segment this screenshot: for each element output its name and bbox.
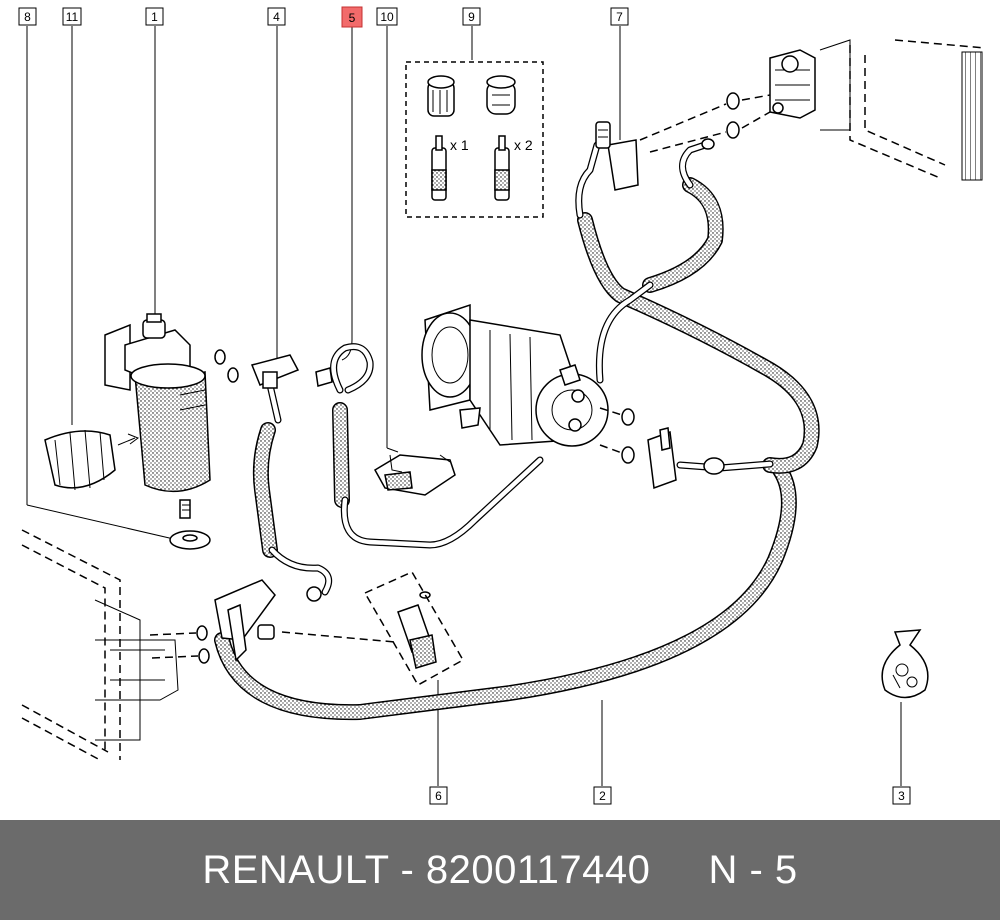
svg-text:10: 10 (380, 10, 394, 24)
footer-caption: RENAULT - 8200117440 N - 5 (202, 848, 797, 893)
footer-bar: RENAULT - 8200117440 N - 5 (0, 820, 1000, 920)
receiver-drier (104, 313, 239, 519)
callout-3[interactable]: 3 (892, 786, 911, 805)
svg-text:8: 8 (24, 10, 31, 24)
hoses (214, 177, 820, 721)
callout-11[interactable]: 11 (62, 7, 82, 26)
callout-5[interactable]: 5 (341, 6, 363, 28)
pressure-switch (363, 571, 465, 687)
condenser-left (21, 529, 210, 761)
fitting-part4 (250, 354, 333, 389)
svg-text:9: 9 (468, 10, 475, 24)
callout-8[interactable]: 8 (18, 7, 37, 26)
callout-4[interactable]: 4 (267, 7, 286, 26)
footer-separator: - (388, 847, 426, 892)
callout-10[interactable]: 10 (376, 7, 398, 26)
parts-bag (881, 629, 929, 699)
svg-text:11: 11 (66, 10, 79, 24)
svg-text:2: 2 (599, 789, 606, 803)
parts-diagram: x 1 x 2 8 11 1 4 5 10 (18, 6, 986, 805)
svg-text:6: 6 (435, 789, 442, 803)
block-fitting (214, 579, 396, 662)
footer-position: N - 5 (708, 847, 798, 892)
callout-1[interactable]: 1 (145, 7, 164, 26)
svg-text:3: 3 (898, 789, 905, 803)
footer-part-number: 8200117440 (425, 847, 651, 892)
condenser-right (639, 39, 986, 181)
footer-brand: RENAULT (202, 847, 389, 892)
pipes (266, 141, 774, 596)
svg-text:5: 5 (349, 11, 356, 25)
upper-fitting (595, 121, 715, 191)
recharge-kit: x 1 x 2 (405, 61, 544, 218)
bracket (373, 454, 456, 496)
callout-7[interactable]: 7 (610, 7, 629, 26)
washer (169, 530, 211, 550)
compressor (421, 303, 635, 464)
compressor-fitting (647, 427, 725, 490)
svg-text:4: 4 (273, 10, 280, 24)
svg-text:1: 1 (151, 10, 158, 24)
kit-qty-b: x 2 (514, 137, 533, 153)
kit-qty-a: x 1 (450, 137, 469, 153)
callout-6[interactable]: 6 (429, 786, 448, 805)
callouts: 8 11 1 4 5 10 9 7 (18, 6, 911, 805)
clamp (44, 429, 140, 491)
svg-text:7: 7 (616, 10, 623, 24)
callout-9[interactable]: 9 (462, 7, 481, 26)
callout-2[interactable]: 2 (593, 786, 612, 805)
footer-gap (650, 848, 708, 892)
